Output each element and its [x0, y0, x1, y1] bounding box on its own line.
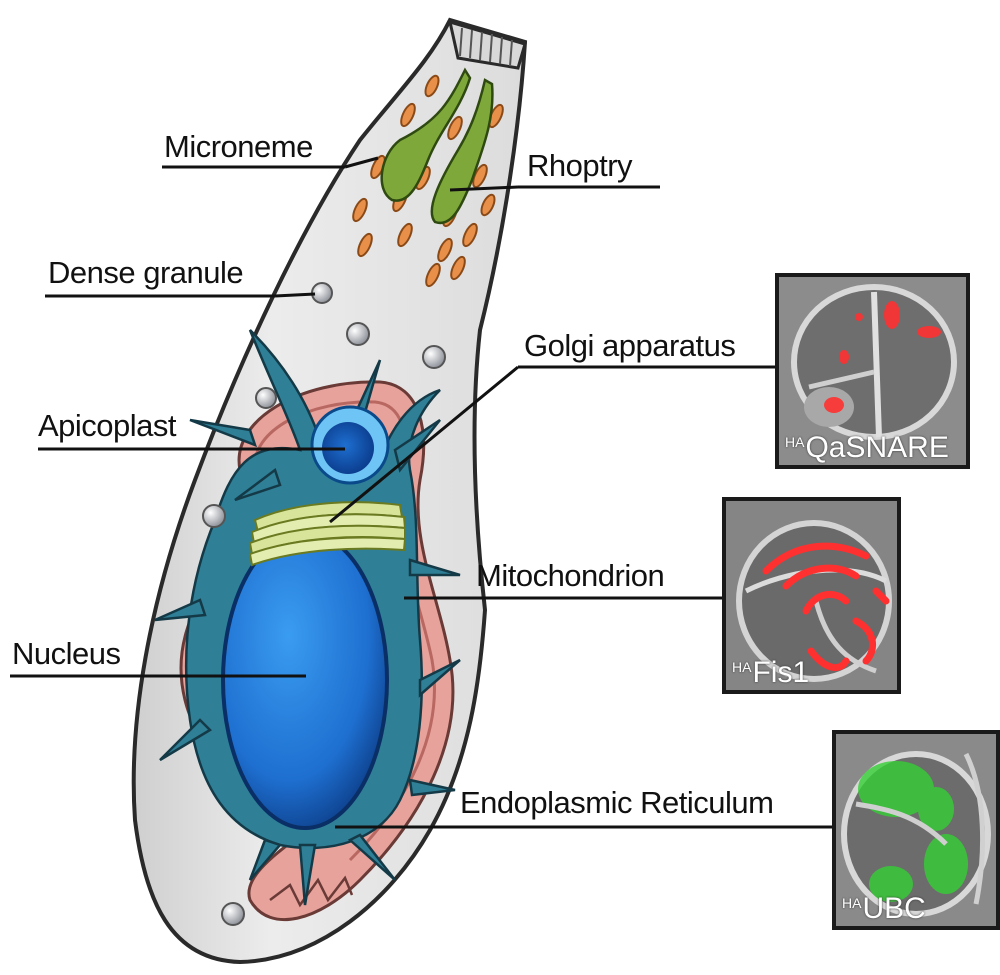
micrograph-qasnare: HAQaSNARE: [775, 273, 970, 469]
label-apicoplast: Apicoplast: [38, 410, 176, 441]
label-mitochondrion: Mitochondrion: [476, 560, 664, 591]
caption-qasnare: HAQaSNARE: [785, 433, 949, 463]
micrograph-fis1: HAFis1: [722, 497, 901, 694]
caption-ubc: HAUBC: [842, 894, 926, 924]
nucleus: [223, 532, 387, 828]
label-microneme: Microneme: [164, 131, 313, 162]
label-nucleus: Nucleus: [12, 638, 121, 669]
label-endoplasmic-reticulum: Endoplasmic Reticulum: [460, 787, 773, 818]
label-golgi-apparatus: Golgi apparatus: [524, 330, 735, 361]
micrograph-ubc: HAUBC: [832, 730, 1000, 930]
label-rhoptry: Rhoptry: [527, 150, 632, 181]
caption-fis1: HAFis1: [732, 658, 809, 688]
apicoplast: [312, 407, 388, 483]
label-dense-granule: Dense granule: [48, 257, 243, 288]
